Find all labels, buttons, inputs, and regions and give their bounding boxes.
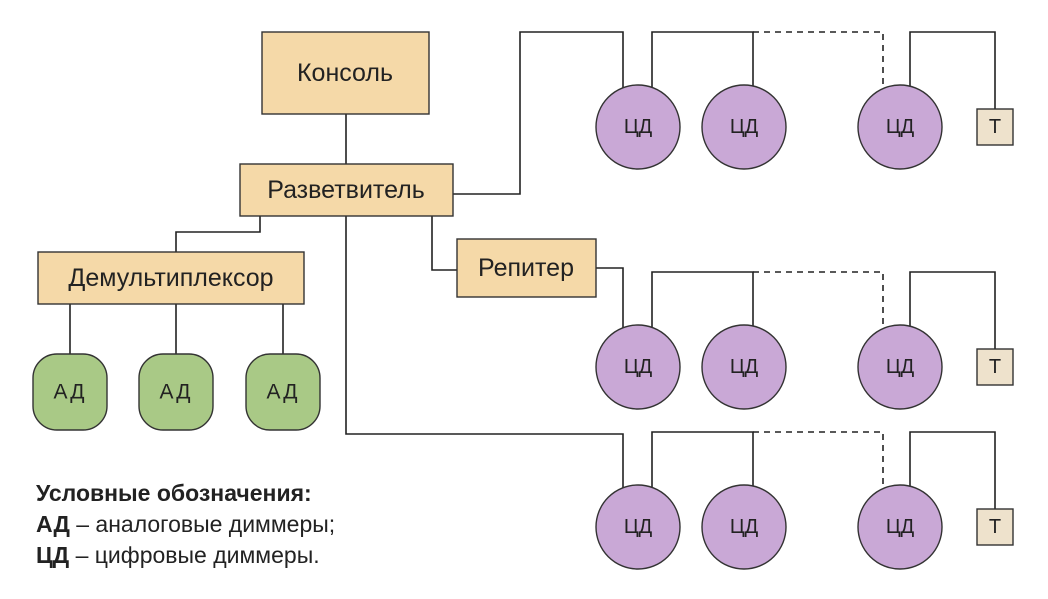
analog-dimmer-2: АД: [138, 353, 214, 431]
demux-label: Демультиплексор: [68, 264, 273, 292]
digital-dimmer-label: ЦД: [730, 356, 759, 378]
repeater-label: Репитер: [478, 254, 574, 282]
digital-dimmer: [701, 324, 787, 410]
digital-dimmer-label: ЦД: [886, 516, 915, 538]
terminator-label: Т: [989, 356, 1001, 378]
digital-dimmer: [701, 84, 787, 170]
legend-item-analog: АД – аналоговые диммеры;: [36, 511, 336, 537]
wire-splitter-repeater: [431, 216, 457, 271]
digital-dimmer: [595, 324, 681, 410]
splitter-box: Разветвитель: [239, 163, 454, 217]
connections: [69, 31, 624, 499]
digital-dimmer: [595, 484, 681, 570]
console-box: Консоль: [261, 31, 430, 115]
analog-dimmer-label: АД: [267, 381, 300, 404]
analog-dimmer-label: АД: [160, 381, 193, 404]
analog-dimmer-label: АД: [54, 381, 87, 404]
terminator: [976, 508, 1014, 546]
legend: Условные обозначения: АД – аналоговые ди…: [36, 478, 335, 571]
wire-splitter-line3: [345, 216, 624, 499]
digital-dimmer-label: ЦД: [886, 116, 915, 138]
repeater-box: Репитер: [456, 238, 597, 298]
digital-dimmer-label: ЦД: [730, 516, 759, 538]
analog-dimmer-3: АД: [245, 353, 321, 431]
digital-lines: ЦД ЦД ЦД Т ЦД ЦД ЦД Т ЦД ЦД ЦД Т: [595, 31, 1014, 570]
wire-splitter-demux: [175, 216, 261, 252]
legend-title: Условные обозначения:: [36, 480, 312, 506]
digital-dimmer: [857, 484, 943, 570]
terminator-label: Т: [989, 116, 1001, 138]
legend-item-digital: ЦД – цифровые диммеры.: [36, 542, 320, 568]
terminator: [976, 108, 1014, 146]
digital-dimmer: [701, 484, 787, 570]
splitter-label: Разветвитель: [267, 176, 425, 204]
terminator: [976, 348, 1014, 386]
wire-splitter-line1: [453, 31, 624, 195]
digital-dimmer-label: ЦД: [624, 516, 653, 538]
digital-dimmer-label: ЦД: [624, 356, 653, 378]
digital-dimmer-label: ЦД: [730, 116, 759, 138]
digital-line-3: ЦД ЦД ЦД Т: [595, 431, 1014, 570]
analog-dimmer-1: АД: [32, 353, 108, 431]
digital-dimmer-label: ЦД: [624, 116, 653, 138]
console-label: Консоль: [297, 59, 393, 87]
digital-line-2: ЦД ЦД ЦД Т: [595, 271, 1014, 410]
digital-dimmer-label: ЦД: [886, 356, 915, 378]
terminator-label: Т: [989, 516, 1001, 538]
digital-dimmer: [595, 84, 681, 170]
digital-dimmer: [857, 324, 943, 410]
digital-dimmer: [857, 84, 943, 170]
wire-repeater-line2: [596, 267, 624, 330]
digital-line-1: ЦД ЦД ЦД Т: [595, 31, 1014, 170]
demux-box: Демультиплексор: [37, 251, 305, 305]
